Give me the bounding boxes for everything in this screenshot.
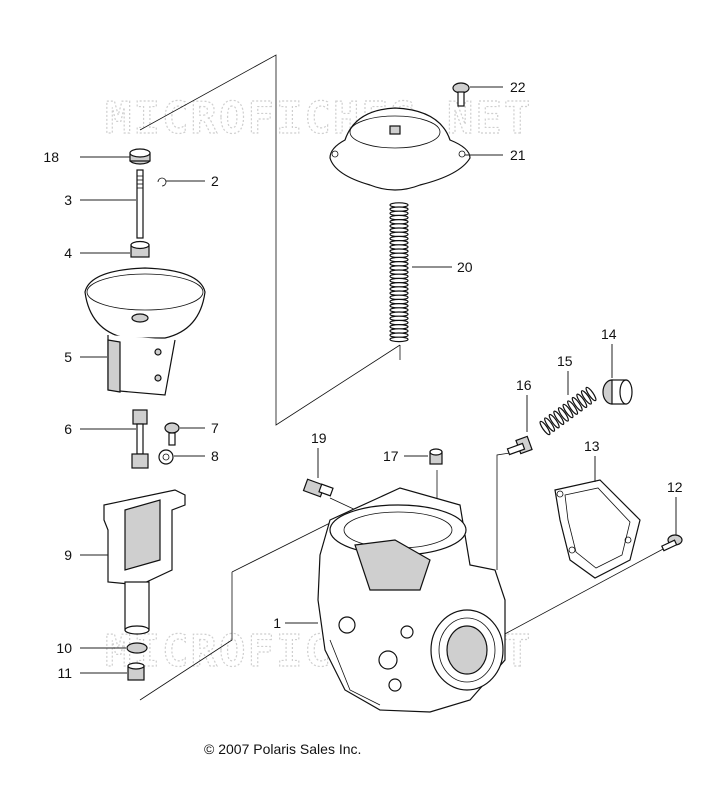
part-15-spring	[539, 386, 597, 436]
callout-20: 20	[457, 259, 473, 275]
callout-15: 15	[557, 353, 573, 369]
part-17-pilot-jet	[429, 448, 443, 465]
callout-5: 5	[64, 349, 72, 365]
part-11-plug	[127, 662, 145, 681]
part-16-float-needle	[506, 435, 533, 456]
callout-1: 1	[273, 615, 281, 631]
callout-18: 18	[43, 149, 59, 165]
callout-19: 19	[311, 430, 327, 446]
part-10-o-ring	[126, 642, 148, 654]
part-12-screw	[661, 534, 683, 552]
part-19-pilot-screw	[302, 478, 334, 498]
part-1-carburetor-body	[317, 487, 506, 713]
part-13-float-bowl-cover	[554, 479, 641, 579]
copyright-text: © 2007 Polaris Sales Inc.	[204, 741, 361, 757]
callout-13: 13	[584, 438, 600, 454]
part-6-main-jet	[131, 409, 149, 469]
part-18-cap	[129, 148, 151, 165]
callout-3: 3	[64, 192, 72, 208]
callout-6: 6	[64, 421, 72, 437]
callout-17: 17	[383, 448, 399, 464]
callout-21: 21	[510, 147, 526, 163]
callout-11: 11	[57, 665, 72, 681]
part-8-lock-washer	[158, 449, 174, 465]
callout-16: 16	[516, 377, 532, 393]
part-21-top-cover	[329, 107, 471, 191]
part-2-clip	[157, 177, 167, 187]
callout-7: 7	[211, 420, 219, 436]
callout-22: 22	[510, 79, 526, 95]
part-20-spring	[389, 202, 409, 343]
callout-2: 2	[211, 173, 219, 189]
part-9-jet-holder	[103, 489, 186, 635]
part-3-jet-needle	[136, 169, 144, 239]
part-14-cap	[602, 379, 633, 405]
callout-4: 4	[64, 245, 72, 261]
part-4-spacer	[130, 240, 150, 258]
part-7-screw	[164, 422, 180, 446]
callout-9: 9	[64, 547, 72, 563]
callout-14: 14	[601, 326, 617, 342]
callout-10: 10	[56, 640, 72, 656]
callout-8: 8	[211, 448, 219, 464]
callout-12: 12	[667, 479, 683, 495]
part-22-screw	[452, 82, 470, 107]
watermark-top: MICROFICHES.NET	[105, 93, 532, 144]
part-5-vacuum-piston	[84, 267, 206, 396]
